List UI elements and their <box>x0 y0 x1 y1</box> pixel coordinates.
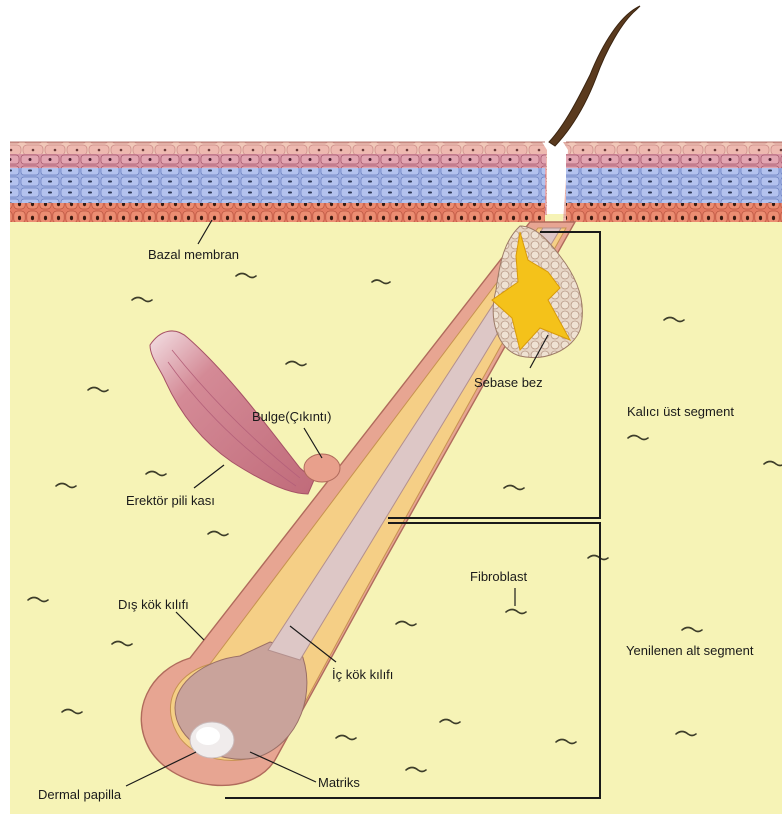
label-permanent-upper-segment: Kalıcı üst segment <box>627 405 734 418</box>
label-matrix: Matriks <box>318 776 360 789</box>
label-fibroblast: Fibroblast <box>470 570 527 583</box>
label-basal-membrane: Bazal membran <box>148 248 239 261</box>
label-regenerating-lower-segment: Yenilenen alt segment <box>626 644 753 657</box>
label-sebaceous-gland: Sebase bez <box>474 376 543 389</box>
label-outer-root-sheath: Dış kök kılıfı <box>118 598 189 611</box>
hair-strand <box>549 6 640 146</box>
label-inner-root-sheath: İç kök kılıfı <box>332 668 393 681</box>
label-dermal-papilla: Dermal papilla <box>38 788 121 801</box>
bulge-bump <box>304 454 340 482</box>
label-bulge: Bulge(Çıkıntı) <box>252 410 331 423</box>
epidermis <box>10 142 782 222</box>
label-arrector-pili: Erektör pili kası <box>126 494 215 507</box>
